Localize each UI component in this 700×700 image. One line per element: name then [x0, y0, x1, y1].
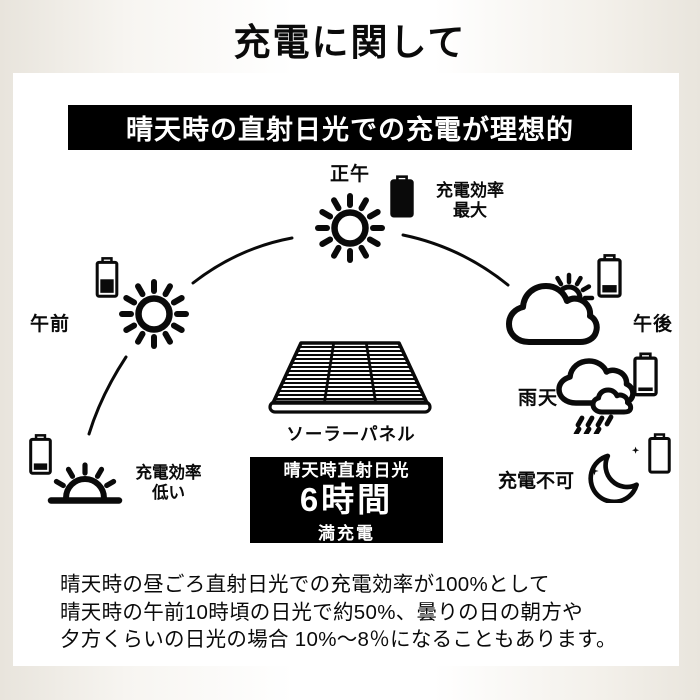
sunrise-note-line2: 低い: [152, 484, 185, 502]
summary-result: 満充電: [318, 524, 375, 543]
description-line2: 晴天時の午前10時頃の日光で約50%、曇りの日の朝方や: [60, 600, 583, 624]
star-icon: [632, 446, 640, 454]
battery-nearly-empty-icon: [633, 352, 658, 397]
sun-behind-cloud-icon: [506, 272, 600, 345]
sun-icon: [315, 193, 385, 263]
crescent-moon-icon: [588, 446, 640, 503]
headline-banner: 晴天時の直射日光での充電が理想的: [68, 105, 632, 150]
page-title: 充電に関して: [233, 22, 467, 63]
battery-full-icon: [390, 175, 414, 218]
charge-summary-box: 晴天時直射日光 6時間 満充電: [250, 457, 443, 543]
night-label: 充電不可: [498, 471, 575, 492]
content-panel: 晴天時の直射日光での充電が理想的 正午: [13, 73, 679, 666]
sunrise-efficiency-note: 充電効率 低い: [121, 463, 216, 503]
battery-empty-icon: [648, 433, 671, 474]
description-line1: 晴天時の昼ごろ直射日光での充電効率が100%として: [60, 573, 550, 596]
sunrise-icon: [47, 462, 123, 504]
summary-condition: 晴天時直射日光: [283, 461, 410, 480]
noon-note-line1: 充電効率: [436, 181, 504, 200]
rainy-label: 雨天: [518, 388, 559, 409]
arc-segment-noon-afternoon: [401, 233, 510, 287]
noon-efficiency-note: 充電効率 最大: [415, 181, 525, 221]
arc-segment-morning-noon: [191, 236, 294, 285]
solar-panel-label: ソーラーパネル: [286, 424, 416, 444]
noon-note-line2: 最大: [453, 201, 487, 220]
battery-low-icon: [597, 254, 622, 298]
rain-cloud-icon: [556, 358, 636, 434]
sunrise-note-line1: 充電効率: [135, 464, 202, 482]
star-icon: [590, 466, 599, 476]
battery-low-icon: [29, 434, 52, 475]
arc-segment-sunrise-morning: [87, 355, 128, 436]
battery-half-icon: [95, 257, 119, 298]
noon-label: 正午: [330, 164, 371, 185]
solar-panel-icon: [268, 341, 432, 414]
efficiency-description: 晴天時の昼ごろ直射日光での充電効率が100%として 晴天時の午前10時頃の日光で…: [60, 571, 650, 654]
sun-icon: [119, 279, 189, 349]
morning-label: 午前: [30, 314, 71, 335]
description-line3: 夕方くらいの日光の場合 10%〜8％になることもあります。: [60, 628, 617, 651]
afternoon-label: 午後: [633, 314, 674, 335]
summary-duration: 6時間: [299, 481, 394, 518]
